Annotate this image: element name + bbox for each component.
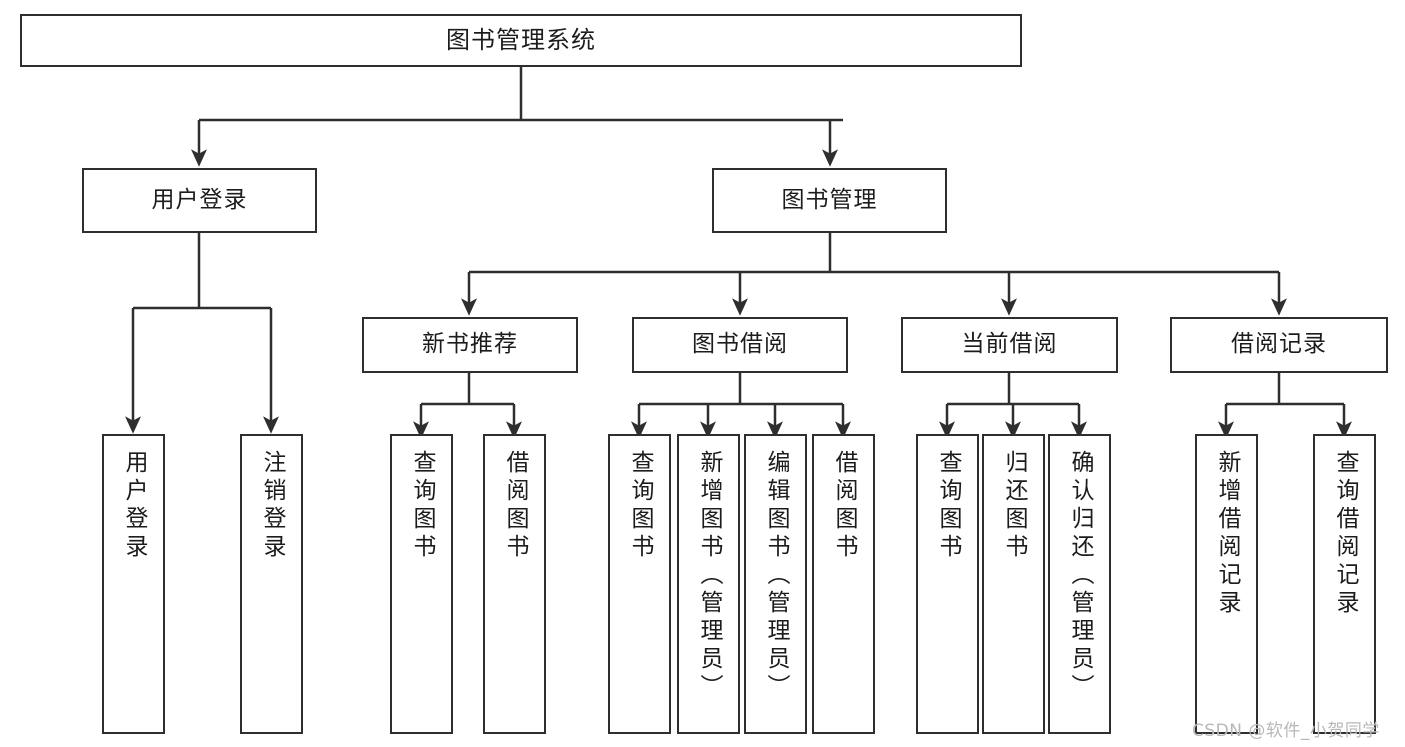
node-label: 用户登录 [151,186,248,213]
leaf-query-borrow-record[interactable]: 查询借阅记录 [1313,434,1376,734]
node-label: 查询图书 [935,450,961,562]
node-label: 用户登录 [121,450,147,562]
node-new-book-recommendation[interactable]: 新书推荐 [362,317,578,373]
leaf-add-borrow-record[interactable]: 新增借阅记录 [1195,434,1258,734]
leaf-user-login[interactable]: 用户登录 [102,434,165,734]
leaf-query-book-recommend[interactable]: 查询图书 [390,434,453,734]
node-label: 新增图书（管理员） [696,450,722,702]
node-label: 新书推荐 [422,331,518,358]
leaf-confirm-return-admin[interactable]: 确认归还（管理员） [1048,434,1111,734]
leaf-edit-book-admin[interactable]: 编辑图书（管理员） [744,434,807,734]
node-label: 借阅记录 [1231,331,1327,358]
node-borrowing-record[interactable]: 借阅记录 [1170,317,1388,373]
node-label: 注销登录 [259,450,285,562]
node-book-borrowing[interactable]: 图书借阅 [632,317,848,373]
node-label: 确认归还（管理员） [1067,450,1093,702]
node-label: 当前借阅 [961,331,1058,358]
node-label: 借阅图书 [831,450,857,562]
node-label: 借阅图书 [502,450,528,562]
node-label: 图书借阅 [692,331,788,358]
node-label: 编辑图书（管理员） [763,450,789,702]
node-label: 查询借阅记录 [1332,450,1358,618]
leaf-logout[interactable]: 注销登录 [240,434,303,734]
node-label: 查询图书 [627,450,653,562]
node-user-login[interactable]: 用户登录 [82,168,317,233]
node-label: 查询图书 [409,450,435,562]
node-current-borrowing[interactable]: 当前借阅 [901,317,1118,373]
leaf-borrow-book[interactable]: 借阅图书 [812,434,875,734]
node-label: 新增借阅记录 [1214,450,1240,618]
leaf-return-book[interactable]: 归还图书 [982,434,1045,734]
node-label: 图书管理系统 [446,26,596,55]
node-root-book-management-system[interactable]: 图书管理系统 [20,14,1022,67]
leaf-borrow-book-recommend[interactable]: 借阅图书 [483,434,546,734]
node-book-management[interactable]: 图书管理 [712,168,947,233]
leaf-query-book-current[interactable]: 查询图书 [916,434,979,734]
leaf-query-book-borrow[interactable]: 查询图书 [608,434,671,734]
csdn-watermark: CSDN @软件_小贺同学 [1192,721,1380,741]
node-label: 归还图书 [1001,450,1027,562]
node-label: 图书管理 [781,186,878,213]
leaf-add-book-admin[interactable]: 新增图书（管理员） [677,434,740,734]
